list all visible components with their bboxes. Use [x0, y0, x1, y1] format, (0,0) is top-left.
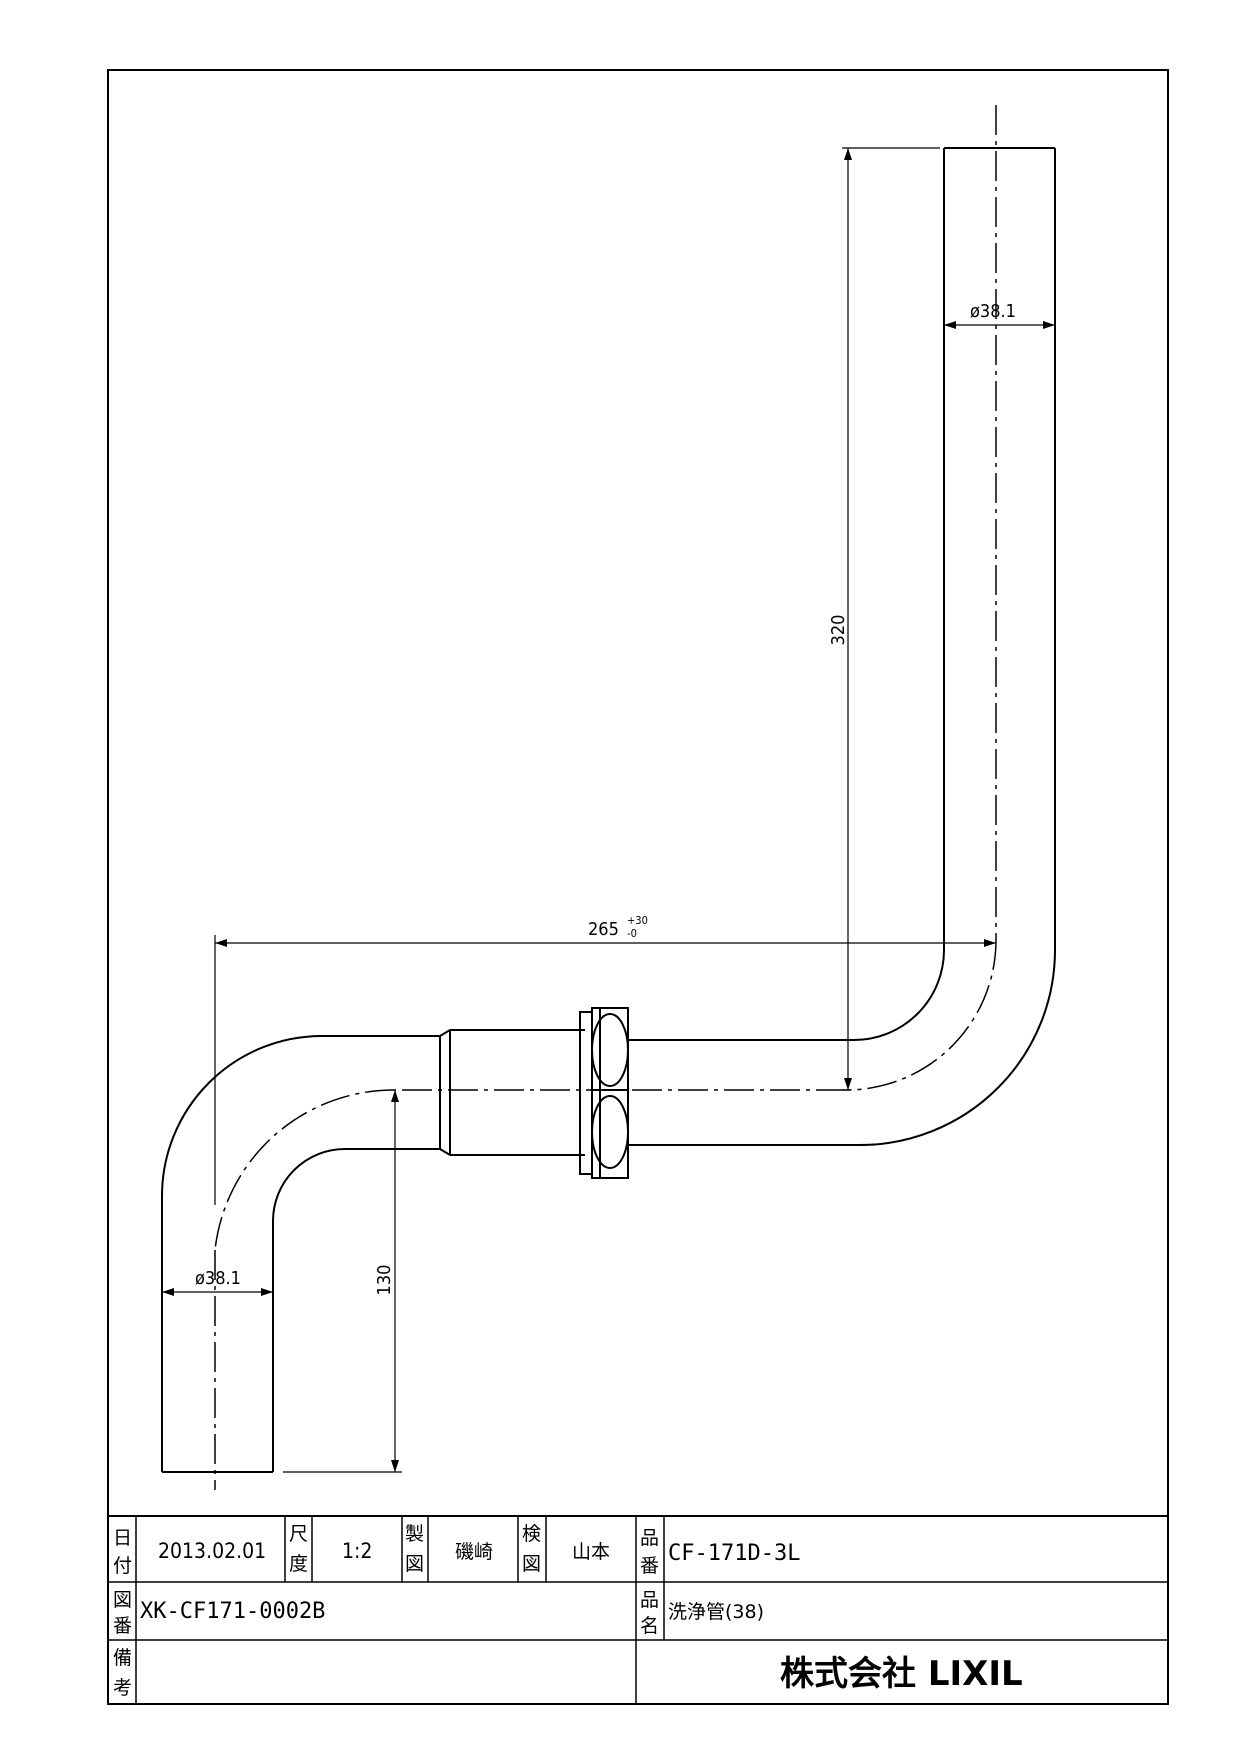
- date-label-1: 日: [113, 1527, 132, 1549]
- pipe-right-bend-outer: [859, 949, 1056, 1146]
- date-label-2: 付: [113, 1555, 132, 1577]
- part-no-label-2: 番: [640, 1555, 659, 1577]
- checker-label-1: 検: [522, 1523, 541, 1545]
- title-block-text: 日 付 2013.02.01 尺 度 1:2 製 図 磯崎 検 図 山本 品 番…: [113, 1523, 1023, 1699]
- scale-value: 1:2: [342, 1539, 372, 1563]
- centerline-left-bend: [214, 1089, 396, 1251]
- nut-collar: [579, 1011, 593, 1175]
- dim-320-label: 320: [828, 615, 849, 646]
- centerline-right-bend: [845, 939, 997, 1091]
- nut-body: [591, 1007, 629, 1179]
- pipe-left-bend-outer: [161, 1035, 323, 1197]
- centerlines: [214, 105, 997, 1490]
- nut-face-lower: [591, 1095, 629, 1169]
- remarks-label-2: 考: [113, 1677, 132, 1699]
- title-block: [107, 1515, 1169, 1705]
- dim-265-tol-plus: +30: [627, 914, 648, 927]
- scale-label-1: 尺: [289, 1523, 308, 1545]
- date-value: 2013.02.01: [158, 1539, 266, 1563]
- drafter-label-1: 製: [405, 1523, 424, 1545]
- nut-front: [591, 1007, 629, 1179]
- sleeve-taper-top: [439, 1029, 451, 1037]
- dim-130-label: 130: [374, 1265, 395, 1296]
- pipe-right-bend-inner: [853, 949, 945, 1041]
- drafter-value: 磯崎: [455, 1541, 493, 1563]
- drafter-label-2: 図: [405, 1553, 424, 1575]
- dimension-labels: ø38.1 320 265 +30 -0 130 ø38.1: [195, 301, 1016, 1295]
- part-name-label-1: 品: [640, 1589, 659, 1611]
- checker-value: 山本: [572, 1541, 610, 1563]
- dim-bottom-diameter-label: ø38.1: [195, 1268, 241, 1289]
- dim-top-diameter-label: ø38.1: [970, 301, 1016, 322]
- dim-265-tol-minus: -0: [627, 927, 637, 940]
- part-name-label-2: 名: [640, 1615, 659, 1637]
- drawing-no-label-1: 図: [113, 1589, 132, 1611]
- part-no-label-1: 品: [640, 1527, 659, 1549]
- remarks-label-1: 備: [113, 1647, 132, 1669]
- checker-label-2: 図: [522, 1553, 541, 1575]
- scale-label-2: 度: [289, 1553, 308, 1575]
- title-block-border: [107, 1515, 1169, 1705]
- company-logo: 株式会社 LIXIL: [780, 1654, 1023, 1694]
- nut-face-upper: [591, 1013, 629, 1087]
- sleeve-taper-bottom: [439, 1148, 451, 1156]
- pipe: [161, 147, 1056, 1473]
- hex-nut: [579, 1007, 629, 1179]
- drawing-no-label-2: 番: [113, 1615, 132, 1637]
- part-name-value: 洗浄管(38): [668, 1601, 764, 1623]
- dimension-lines: [162, 147, 1055, 1473]
- dim-265-label: 265: [588, 919, 619, 940]
- part-no-value: CF-171D-3L: [668, 1541, 800, 1566]
- pipe-left-bend-inner: [272, 1148, 346, 1222]
- drawing-no-value: XK-CF171-0002B: [140, 1599, 325, 1624]
- nut-right-face: [599, 1007, 629, 1179]
